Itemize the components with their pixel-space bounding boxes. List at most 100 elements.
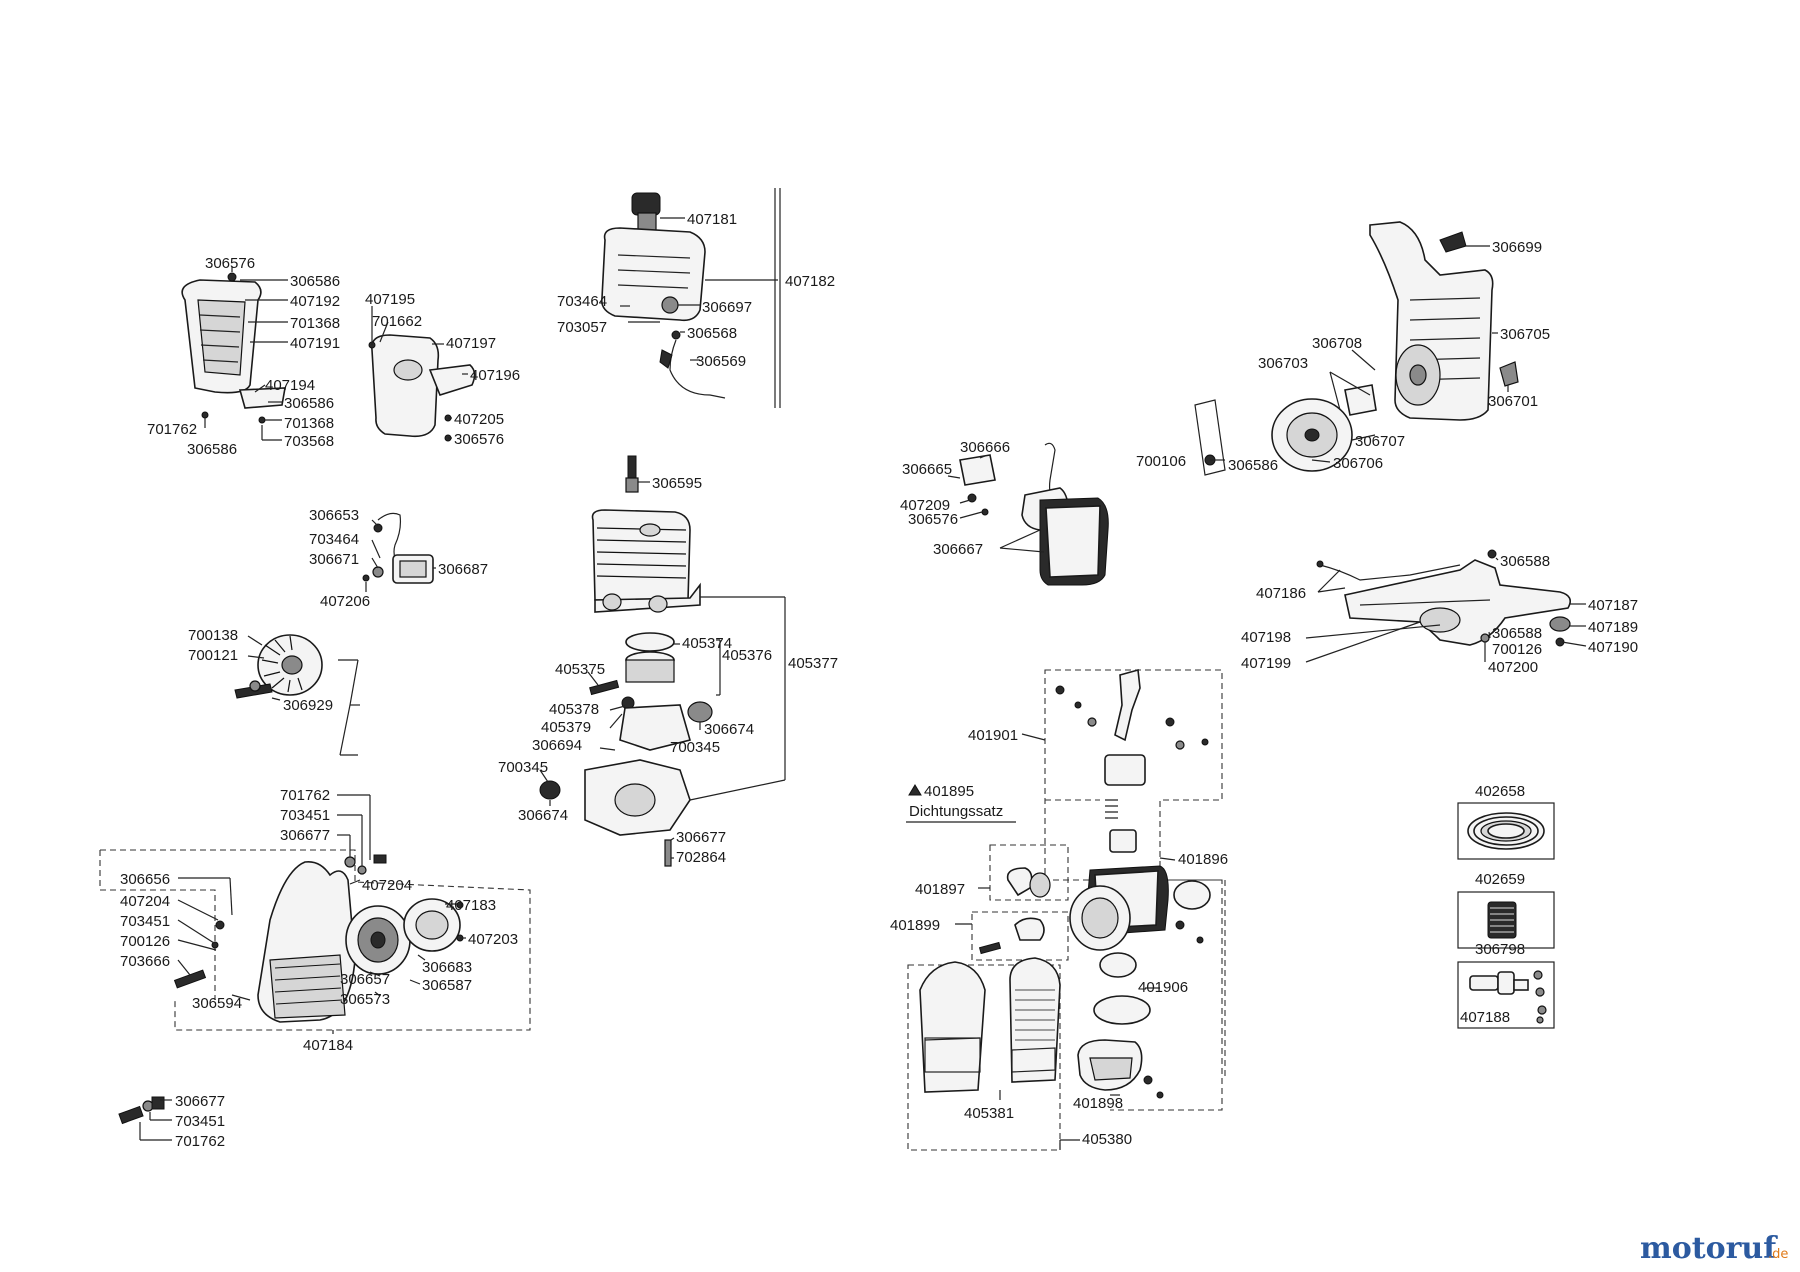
- callout-306929: 306929: [283, 697, 333, 714]
- callout-407191: 407191: [290, 335, 340, 352]
- callout-306569: 306569: [696, 353, 746, 370]
- callout-306677: 306677: [280, 827, 330, 844]
- callout-407198: 407198: [1241, 629, 1291, 646]
- callout-407203: 407203: [468, 931, 518, 948]
- fuel-filter-part: [1457, 891, 1555, 949]
- callout-306703: 306703: [1258, 355, 1308, 372]
- carburetor-callouts: [947, 455, 1045, 553]
- callout-306586: 306586: [284, 395, 334, 412]
- callout-306697: 306697: [702, 299, 752, 316]
- fuel-valve-part: [1457, 961, 1555, 1029]
- callout-407183: 407183: [446, 897, 496, 914]
- callout-306573: 306573: [340, 991, 390, 1008]
- callout-407205: 407205: [454, 411, 504, 428]
- callout-306656: 306656: [120, 871, 170, 888]
- callout-306671: 306671: [309, 551, 359, 568]
- callout-306576: 306576: [908, 511, 958, 528]
- callout-407189: 407189: [1588, 619, 1638, 636]
- muffler-assembly: [368, 334, 476, 442]
- watermark-brand: motoruf: [1640, 1231, 1778, 1266]
- callout-306576: 306576: [454, 431, 504, 448]
- callout-703451: 703451: [120, 913, 170, 930]
- hood-cover-callouts: [204, 266, 288, 441]
- callout-405379: 405379: [541, 719, 591, 736]
- callout-405380: 405380: [1082, 1131, 1132, 1148]
- fuel-tank-callouts: [620, 188, 781, 408]
- callout-306706: 306706: [1333, 455, 1383, 472]
- callout-703464: 703464: [309, 531, 359, 548]
- callout-700121: 700121: [188, 647, 238, 664]
- callout-407192: 407192: [290, 293, 340, 310]
- callout-306588: 306588: [1492, 625, 1542, 642]
- callout-407199: 407199: [1241, 655, 1291, 672]
- callout-306705: 306705: [1500, 326, 1550, 343]
- callout-700126: 700126: [1492, 641, 1542, 658]
- callout-703451: 703451: [280, 807, 330, 824]
- fuel-line-part: [1457, 802, 1555, 860]
- callout-306586: 306586: [1228, 457, 1278, 474]
- recoil-starter-assembly: [99, 849, 531, 1031]
- callout-306699: 306699: [1492, 239, 1542, 256]
- flywheel-callouts: [247, 635, 360, 756]
- callout-405376: 405376: [722, 647, 772, 664]
- callout-306568: 306568: [687, 325, 737, 342]
- callout-701762: 701762: [175, 1133, 225, 1150]
- callout-407195: 407195: [365, 291, 415, 308]
- callout-405378: 405378: [549, 701, 599, 718]
- callout-306708: 306708: [1312, 335, 1362, 352]
- engine-core-assembly: [539, 455, 713, 867]
- callout-405375: 405375: [555, 661, 605, 678]
- callout-402658: 402658: [1475, 783, 1525, 800]
- callout-407181: 407181: [687, 211, 737, 228]
- callout-700345: 700345: [670, 739, 720, 756]
- callout-407186: 407186: [1256, 585, 1306, 602]
- callout-407204: 407204: [120, 893, 170, 910]
- callout-701368: 701368: [284, 415, 334, 432]
- callout-407209: 407209: [900, 497, 950, 514]
- dichtungssatz-label: Dichtungssatz: [909, 803, 1003, 820]
- callout-401898: 401898: [1073, 1095, 1123, 1112]
- callout-407194: 407194: [265, 377, 315, 394]
- callout-703057: 703057: [557, 319, 607, 336]
- callout-407196: 407196: [470, 367, 520, 384]
- callout-306587: 306587: [422, 977, 472, 994]
- carburetor-assembly: [959, 442, 1109, 586]
- callout-306666: 306666: [960, 439, 1010, 456]
- callout-401906: 401906: [1138, 979, 1188, 996]
- callout-407197: 407197: [446, 335, 496, 352]
- callout-306657: 306657: [340, 971, 390, 988]
- callout-703464: 703464: [557, 293, 607, 310]
- callout-306576: 306576: [205, 255, 255, 272]
- watermark-logo: motoruf .de: [1640, 1231, 1788, 1266]
- callout-306694: 306694: [532, 737, 582, 754]
- callout-306667: 306667: [933, 541, 983, 558]
- callout-402659: 402659: [1475, 871, 1525, 888]
- triangle-marker-icon: [908, 784, 922, 796]
- callout-407206: 407206: [320, 593, 370, 610]
- callout-702864: 702864: [676, 849, 726, 866]
- callout-306677: 306677: [175, 1093, 225, 1110]
- callout-405381: 405381: [964, 1105, 1014, 1122]
- callout-700106: 700106: [1136, 453, 1186, 470]
- carburetor-exploded-callouts: [955, 733, 1176, 1150]
- callout-407187: 407187: [1588, 597, 1638, 614]
- callout-401896: 401896: [1178, 851, 1228, 868]
- fuel-tank-assembly: [600, 192, 726, 399]
- callout-306586: 306586: [290, 273, 340, 290]
- callout-306687: 306687: [438, 561, 488, 578]
- callout-405377: 405377: [788, 655, 838, 672]
- callout-703666: 703666: [120, 953, 170, 970]
- engine-core-callouts: [539, 481, 786, 859]
- callout-700345: 700345: [498, 759, 548, 776]
- callout-401901: 401901: [968, 727, 1018, 744]
- ignition-coil-callouts: [365, 519, 436, 592]
- callout-701368: 701368: [290, 315, 340, 332]
- callout-700126: 700126: [120, 933, 170, 950]
- callout-701662: 701662: [372, 313, 422, 330]
- hood-cover-assembly: [181, 272, 286, 424]
- callout-306588: 306588: [1500, 553, 1550, 570]
- callout-701762: 701762: [280, 787, 330, 804]
- recoil-starter-callouts: [177, 794, 466, 1001]
- fan-housing-callouts: [1210, 245, 1509, 463]
- callout-703568: 703568: [284, 433, 334, 450]
